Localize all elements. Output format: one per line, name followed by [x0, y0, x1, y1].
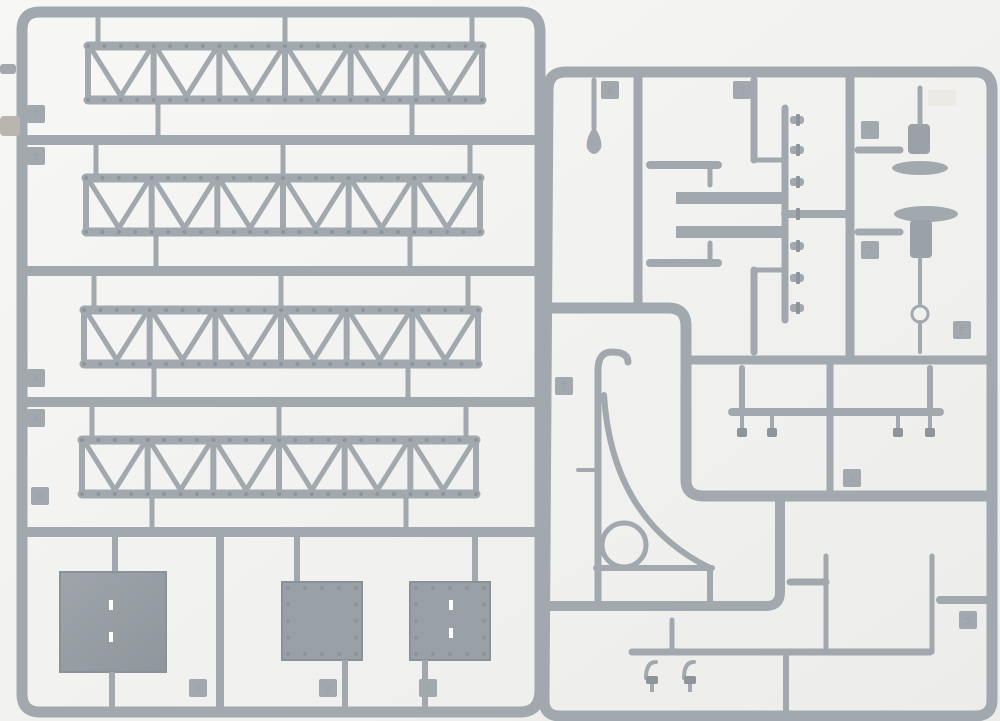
plate-middle: [281, 581, 363, 661]
part-tag-label: 1: [867, 126, 873, 137]
frame-stub: [0, 64, 16, 74]
part-tag: 1: [189, 679, 207, 697]
frame-clip: [0, 116, 20, 136]
part-tag: 2: [861, 241, 879, 259]
part-tag: 6: [601, 81, 619, 99]
plate-rivets: [286, 586, 486, 656]
part-tag: E: [953, 321, 971, 339]
part-tag-label: 5: [965, 616, 971, 627]
part-tag: 3: [419, 679, 437, 697]
truss-girder: [79, 272, 483, 401]
part-tag: 7: [555, 377, 573, 395]
truss-girder: [77, 403, 481, 531]
plate-large: [59, 571, 167, 673]
part-tag-label: 2: [325, 684, 331, 695]
bottom-plates: [59, 532, 491, 712]
part-tag-label: E: [959, 326, 965, 337]
part-tag-label: 5: [33, 110, 39, 121]
truss-girder: [83, 13, 487, 139]
part-tag-label: 7: [561, 382, 567, 393]
plate-right: [409, 581, 491, 661]
part-tag: 2: [319, 679, 337, 697]
part-tag-label: 1: [195, 684, 201, 695]
part-tag-label: 4: [33, 374, 39, 385]
part-tag: 5: [27, 147, 45, 165]
part-tag-label: 5: [33, 152, 39, 163]
part-tag: 1: [861, 121, 879, 139]
part-tag: D: [31, 487, 49, 505]
part-tag-label: 4: [849, 474, 855, 485]
part-tag-label: 2: [867, 246, 873, 257]
right-sprue-parts: [576, 76, 996, 719]
part-tag-label: 4: [33, 414, 39, 425]
part-tag-label: 6: [607, 86, 613, 97]
part-tag-label: D: [36, 492, 44, 503]
part-tag: 5: [959, 611, 977, 629]
part-tag: 3: [733, 81, 751, 99]
part-tag: 4: [27, 369, 45, 387]
part-tag: 5: [27, 105, 45, 123]
truss-girder: [81, 141, 485, 270]
hanger-pieces: [646, 416, 935, 692]
part-tag-label: 3: [425, 684, 431, 695]
part-tag: 4: [27, 409, 45, 427]
truss-girders: [77, 13, 487, 531]
part-tag-label: 3: [739, 86, 745, 97]
part-tag: 4: [843, 469, 861, 487]
